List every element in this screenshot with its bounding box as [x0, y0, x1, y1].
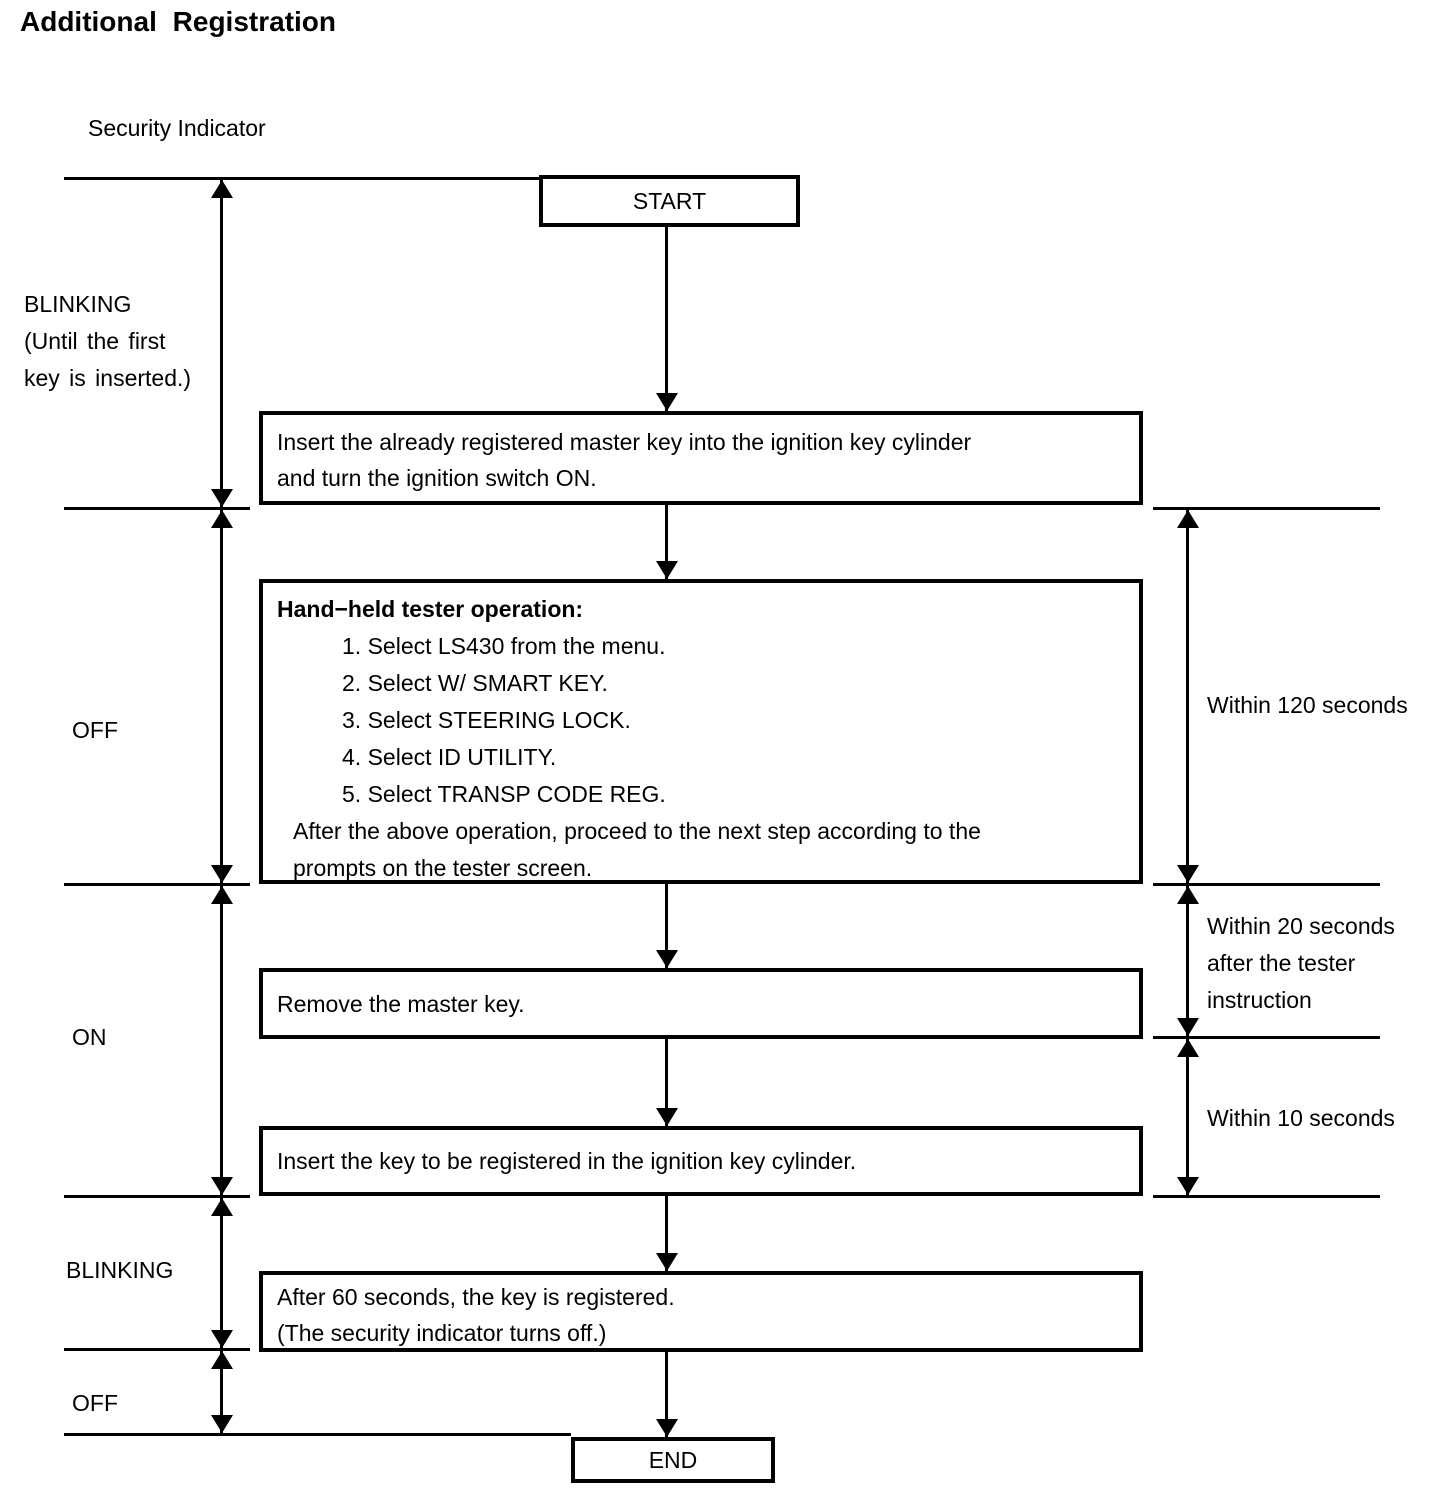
timing-line-right-2: [1153, 883, 1380, 886]
arrow-down-icon: [656, 561, 678, 579]
state-label-line: (Until the first: [24, 328, 166, 354]
step-tester-operation: Hand−held tester operation: 1. Select LS…: [259, 579, 1143, 884]
arrow-up-icon: [211, 180, 233, 198]
timing-label-within-20: Within 20 seconds after the tester instr…: [1207, 908, 1395, 1019]
tester-step-4: 4. Select ID UTILITY.: [342, 744, 557, 770]
flow-arrow-start-to-step1: [656, 226, 678, 411]
timeline-line-top: [64, 177, 542, 180]
right-arrow-within-20: [1177, 886, 1199, 1036]
timing-line-right-4: [1153, 1195, 1380, 1198]
left-arrow-blinking-top: [211, 180, 233, 507]
arrow-shaft: [665, 505, 668, 579]
arrow-up-icon: [211, 886, 233, 904]
arrow-down-icon: [656, 1419, 678, 1437]
arrow-down-icon: [211, 1177, 233, 1195]
arrow-down-icon: [656, 1108, 678, 1126]
arrow-shaft: [1186, 1039, 1189, 1195]
arrow-down-icon: [656, 950, 678, 968]
state-label-line: key is inserted.): [24, 365, 192, 391]
step-insert-new-key: Insert the key to be registered in the i…: [259, 1126, 1143, 1196]
arrow-shaft: [1186, 886, 1189, 1036]
arrow-down-icon: [211, 1330, 233, 1348]
page-title: Additional Registration: [20, 6, 336, 37]
arrow-up-icon: [211, 1351, 233, 1369]
flow-arrow-tester-to-remove: [656, 884, 678, 968]
end-node-label: END: [648, 1447, 698, 1473]
state-label-line: BLINKING: [24, 291, 132, 317]
step-text-line: After 60 seconds, the key is registered.: [277, 1284, 675, 1310]
state-label-on: ON: [72, 1024, 107, 1050]
tester-note-line: prompts on the tester screen.: [293, 855, 593, 881]
timing-line-right-1: [1153, 507, 1380, 510]
step-insert-master-key: Insert the already registered master key…: [259, 411, 1143, 505]
arrow-up-icon: [1177, 1039, 1199, 1057]
arrow-shaft: [220, 1351, 223, 1433]
arrow-shaft: [665, 226, 668, 411]
security-indicator-label: Security Indicator: [88, 115, 266, 141]
tester-step-5: 5. Select TRANSP CODE REG.: [342, 781, 666, 807]
timeline-line-bottom: [64, 1433, 571, 1436]
timing-label-within-120: Within 120 seconds: [1207, 692, 1408, 718]
step-key-registered: After 60 seconds, the key is registered.…: [259, 1271, 1143, 1352]
left-arrow-blinking-bottom: [211, 1198, 233, 1348]
timing-label-within-10: Within 10 seconds: [1207, 1105, 1395, 1131]
step-text-line: Insert the already registered master key…: [277, 429, 972, 455]
arrow-up-icon: [1177, 886, 1199, 904]
timing-label-line: after the tester: [1207, 950, 1356, 976]
tester-step-3: 3. Select STEERING LOCK.: [342, 707, 631, 733]
arrow-down-icon: [211, 489, 233, 507]
arrow-shaft: [665, 1196, 668, 1271]
flow-arrow-remove-to-insert: [656, 1039, 678, 1126]
step-text-line: Remove the master key.: [277, 990, 525, 1017]
start-node-label: START: [632, 188, 707, 214]
arrow-shaft: [220, 1198, 223, 1348]
step-remove-master-key: Remove the master key.: [259, 968, 1143, 1039]
timeline-line-left-4: [64, 1195, 250, 1198]
arrow-up-icon: [211, 1198, 233, 1216]
state-label-blinking-top: BLINKING (Until the first key is inserte…: [24, 286, 191, 397]
timeline-line-left-2: [64, 507, 250, 510]
timeline-line-left-3: [64, 883, 250, 886]
arrow-down-icon: [1177, 1018, 1199, 1036]
arrow-shaft: [665, 1039, 668, 1126]
step-text-line: (The security indicator turns off.): [277, 1320, 607, 1346]
timing-line-right-3: [1153, 1036, 1380, 1039]
left-arrow-off-1: [211, 510, 233, 883]
arrow-shaft: [1186, 510, 1189, 883]
tester-operation-heading: Hand−held tester operation:: [277, 596, 584, 622]
arrow-down-icon: [656, 1253, 678, 1271]
arrow-down-icon: [1177, 865, 1199, 883]
arrow-shaft: [220, 180, 223, 507]
arrow-shaft: [665, 884, 668, 968]
state-label-off-2: OFF: [72, 1390, 118, 1416]
timing-label-line: instruction: [1207, 987, 1312, 1013]
state-label-blinking-bottom: BLINKING: [66, 1257, 174, 1283]
step-text-line: Insert the key to be registered in the i…: [277, 1148, 857, 1174]
right-arrow-within-120: [1177, 510, 1199, 883]
timing-label-line: Within 20 seconds: [1207, 913, 1395, 939]
arrow-down-icon: [211, 865, 233, 883]
tester-note-line: After the above operation, proceed to th…: [293, 818, 981, 844]
arrow-up-icon: [211, 510, 233, 528]
arrow-shaft: [220, 510, 223, 883]
arrow-down-icon: [656, 393, 678, 411]
right-arrow-within-10: [1177, 1039, 1199, 1195]
tester-step-2: 2. Select W/ SMART KEY.: [342, 670, 608, 696]
arrow-down-icon: [211, 1415, 233, 1433]
flow-arrow-step1-to-tester: [656, 505, 678, 579]
flow-arrow-insert-to-registered: [656, 1196, 678, 1271]
arrow-down-icon: [1177, 1177, 1199, 1195]
left-arrow-on: [211, 886, 233, 1195]
tester-step-1: 1. Select LS430 from the menu.: [342, 633, 666, 659]
arrow-shaft: [220, 886, 223, 1195]
flow-arrow-registered-to-end: [656, 1352, 678, 1437]
timeline-line-left-5: [64, 1348, 250, 1351]
left-arrow-off-2: [211, 1351, 233, 1433]
state-label-off-1: OFF: [72, 717, 118, 743]
arrow-up-icon: [1177, 510, 1199, 528]
arrow-shaft: [665, 1352, 668, 1437]
step-text-line: and turn the ignition switch ON.: [277, 465, 597, 491]
start-node: START: [539, 175, 800, 227]
end-node: END: [571, 1437, 775, 1483]
